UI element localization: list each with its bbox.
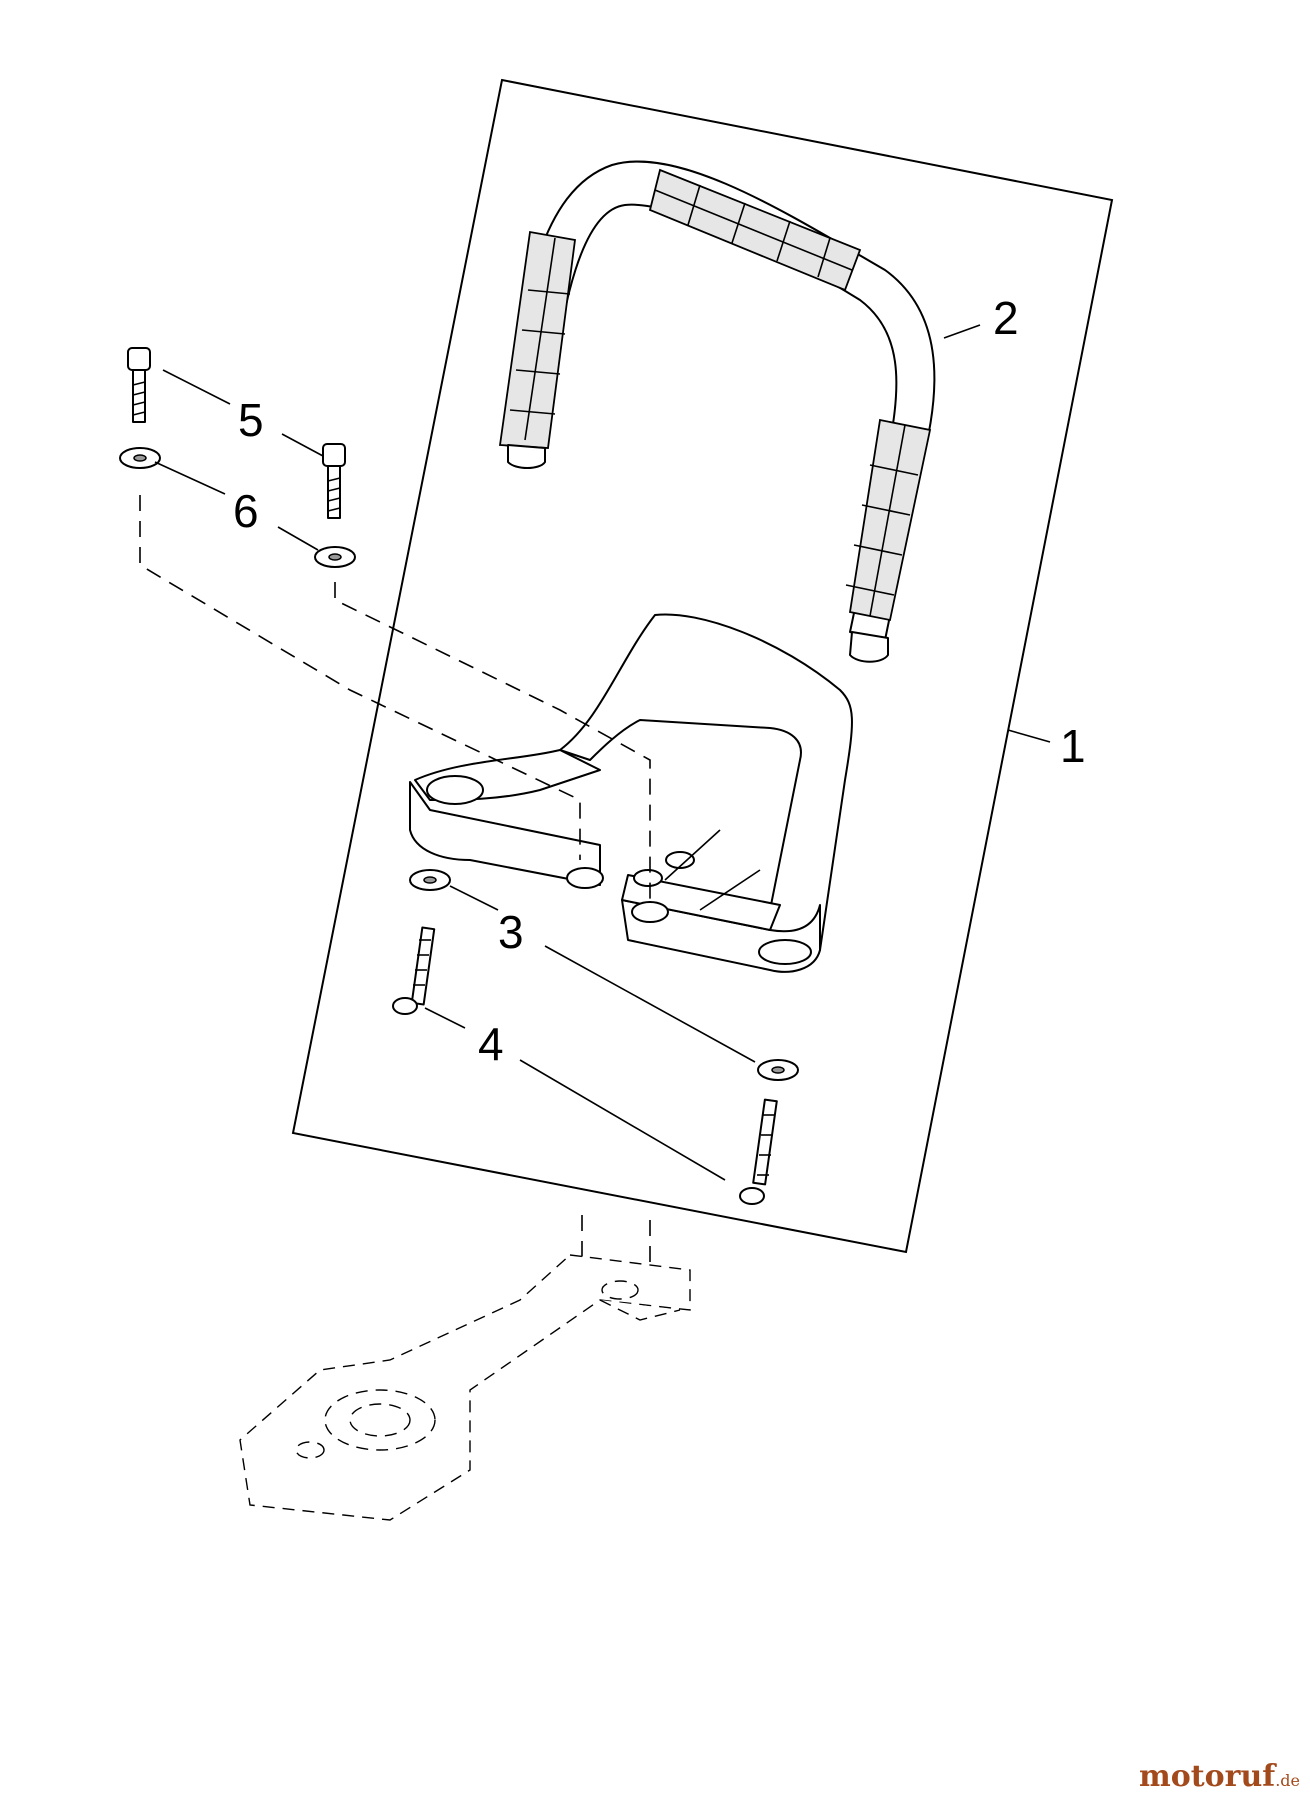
- screw-part-4b: [739, 1098, 778, 1205]
- bolt-part-5b: [322, 443, 346, 519]
- callout-3: 3: [498, 906, 524, 958]
- mounting-base-ghost: [239, 1254, 691, 1521]
- kit-frame: [291, 78, 1114, 1254]
- leader-lines: [154, 324, 1051, 1181]
- motoruf-watermark: motoruf.de: [1139, 1759, 1300, 1794]
- washer-part-6b: [314, 546, 356, 568]
- callout-4: 4: [478, 1018, 504, 1070]
- callout-5: 5: [238, 394, 264, 446]
- washer-part-3b: [757, 1059, 799, 1081]
- callout-1: 1: [1060, 720, 1086, 772]
- top-grip-icon: [648, 168, 862, 292]
- hand-guard-part: [409, 613, 853, 973]
- callout-2: 2: [993, 292, 1019, 344]
- washer-part-3a: [409, 869, 451, 891]
- bolt-part-5a: [127, 347, 151, 423]
- watermark-suffix: .de: [1275, 1771, 1300, 1790]
- right-grip-icon: [845, 418, 932, 622]
- handle-bar-part: [498, 160, 936, 663]
- watermark-brand: motoruf: [1139, 1759, 1276, 1794]
- screw-part-4a: [392, 926, 436, 1015]
- left-grip-icon: [498, 230, 577, 449]
- washer-part-6a: [119, 447, 161, 469]
- callout-6: 6: [233, 485, 259, 537]
- assembly-lines: [139, 495, 651, 1280]
